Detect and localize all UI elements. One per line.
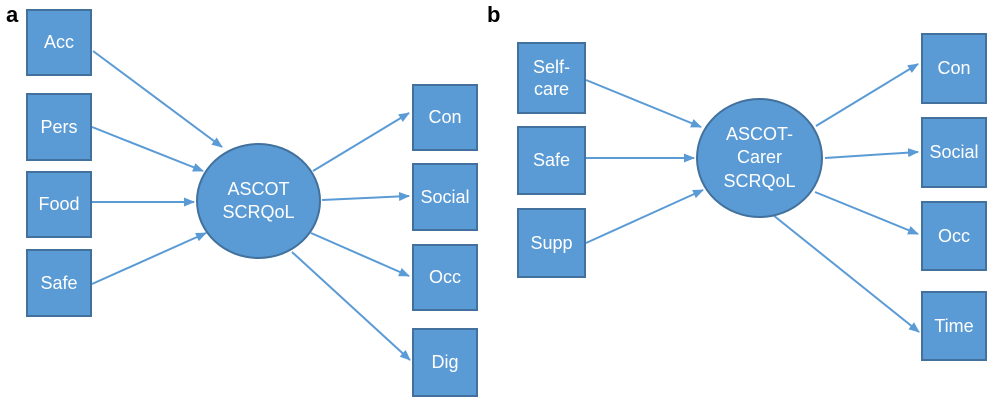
- arrow-b-latent-to-occ: [814, 191, 919, 235]
- panel-a-label: a: [6, 2, 19, 27]
- box-b-social: Social: [921, 117, 987, 188]
- box-a-pers: Pers: [26, 93, 92, 161]
- box-a-acc: Acc: [26, 9, 92, 76]
- arrow-a-latent-to-dig: [291, 251, 411, 361]
- box-a-con: Con: [412, 84, 478, 151]
- box-a-occ: Occ: [412, 244, 478, 311]
- arrow-a-latent-to-con: [312, 112, 410, 172]
- arrow-a-safe-to-latent: [91, 232, 207, 285]
- arrow-b-latent-to-con: [815, 63, 919, 127]
- box-b-selfcare: Self- care: [517, 42, 586, 114]
- arrow-b-latent-to-time: [772, 214, 920, 333]
- box-b-time: Time: [921, 291, 987, 361]
- box-a-safe: Safe: [26, 249, 92, 317]
- box-a-dig: Dig: [412, 328, 478, 397]
- box-a-social: Social: [412, 163, 478, 231]
- box-b-con: Con: [921, 33, 987, 104]
- latent-circle-ascot-scrqol: ASCOT SCRQoL: [196, 143, 321, 259]
- latent-circle-ascot-carer-scrqol: ASCOT- Carer SCRQoL: [696, 98, 823, 218]
- arrow-a-acc-to-latent: [92, 50, 223, 148]
- arrow-b-selfcare-to-latent: [585, 79, 702, 128]
- arrow-b-latent-to-social: [824, 148, 919, 159]
- box-b-occ: Occ: [921, 201, 987, 271]
- box-b-safe: Safe: [517, 126, 586, 195]
- arrow-b-supp-to-latent: [585, 189, 704, 244]
- arrow-a-latent-to-occ: [310, 232, 410, 277]
- arrow-a-latent-to-social: [321, 191, 410, 201]
- box-b-supp: Supp: [517, 208, 586, 278]
- arrow-a-pers-to-latent: [91, 126, 204, 172]
- panel-b-label: b: [487, 2, 501, 27]
- box-a-food: Food: [26, 171, 92, 238]
